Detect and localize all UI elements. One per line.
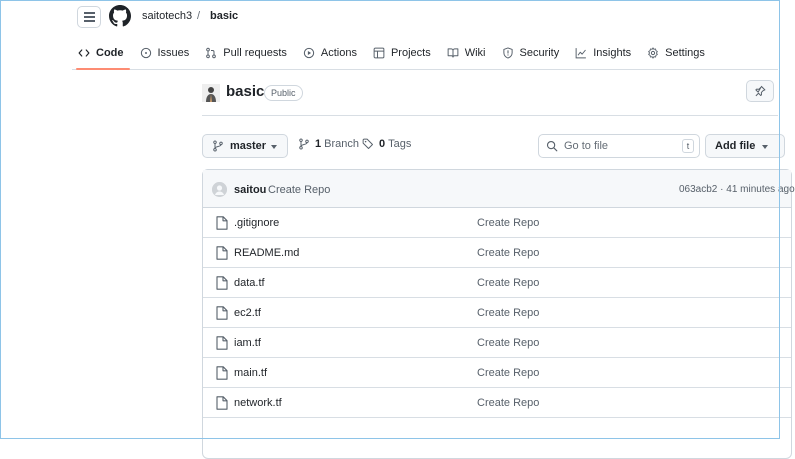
commit-message[interactable]: Create Repo: [268, 184, 331, 196]
repo-title-bar: basic Public: [202, 80, 778, 116]
github-repo-page: saitotech3 / basic Code Issues Pull requ…: [72, 0, 795, 459]
tab-issues[interactable]: Issues: [134, 40, 196, 66]
file-list: saitou Create Repo 063acb2 · 41 minutes …: [202, 169, 795, 459]
tab-label: Issues: [157, 47, 190, 59]
branch-count: 1: [315, 138, 322, 150]
file-commit-message[interactable]: Create Repo: [477, 217, 540, 229]
person-icon: [212, 182, 227, 197]
chevron-down-icon: [762, 145, 768, 149]
tag-label: Tags: [388, 138, 412, 150]
book-icon: [447, 48, 459, 58]
file-icon: [216, 216, 228, 230]
file-commit-message[interactable]: Create Repo: [477, 337, 540, 349]
file-name[interactable]: network.tf: [234, 397, 282, 409]
tab-label: Pull requests: [223, 47, 287, 59]
branch-icon: [299, 138, 309, 150]
file-icon: [216, 276, 228, 290]
add-file-label: Add file: [715, 140, 756, 152]
shortcut-key: t: [682, 139, 694, 153]
file-commit-message[interactable]: Create Repo: [477, 367, 540, 379]
file-icon: [216, 366, 228, 380]
chevron-down-icon: [271, 145, 277, 149]
file-name[interactable]: iam.tf: [234, 337, 261, 349]
menu-button[interactable]: [77, 6, 101, 28]
repo-name[interactable]: basic: [226, 83, 265, 100]
tab-label: Actions: [320, 47, 357, 59]
file-row[interactable]: .gitignore Create Repo: [203, 208, 791, 238]
latest-commit-bar: saitou Create Repo 063acb2 · 41 minutes …: [203, 170, 795, 208]
add-file-button[interactable]: Add file: [705, 134, 785, 158]
file-name[interactable]: ec2.tf: [234, 307, 261, 319]
tab-wiki[interactable]: Wiki: [441, 40, 492, 66]
play-icon: [303, 47, 315, 59]
menu-line-icon: [83, 16, 95, 18]
file-row[interactable]: main.tf Create Repo: [203, 358, 791, 388]
file-row[interactable]: network.tf Create Repo: [203, 388, 791, 418]
owner-avatar[interactable]: [202, 84, 220, 102]
file-row[interactable]: ec2.tf Create Repo: [203, 298, 791, 328]
file-row[interactable]: README.md Create Repo: [203, 238, 791, 268]
table-icon: [373, 47, 385, 59]
tag-icon: [362, 138, 373, 149]
file-row[interactable]: data.tf Create Repo: [203, 268, 791, 298]
commit-hash-time[interactable]: 063acb2 · 41 minutes ago: [679, 184, 795, 195]
branch-name: master: [230, 140, 267, 152]
repo-header: saitotech3 / basic Code Issues Pull requ…: [72, 0, 778, 70]
search-icon: [546, 140, 558, 152]
file-name[interactable]: .gitignore: [234, 217, 280, 229]
gear-icon: [648, 47, 658, 59]
tab-label: Projects: [390, 47, 431, 59]
commit-author-avatar[interactable]: [212, 182, 227, 197]
commit-author[interactable]: saitou: [234, 184, 267, 196]
file-icon: [216, 336, 228, 350]
person-icon: [202, 84, 220, 102]
tab-security[interactable]: Security: [496, 40, 566, 66]
file-commit-message[interactable]: Create Repo: [477, 277, 540, 289]
go-to-file-input[interactable]: Go to file t: [538, 134, 700, 158]
file-name[interactable]: README.md: [234, 247, 300, 259]
breadcrumb-separator: /: [197, 10, 201, 22]
tab-label: Insights: [593, 47, 632, 59]
branch-icon: [213, 140, 223, 152]
file-icon: [216, 246, 228, 260]
tab-settings[interactable]: Settings: [641, 40, 711, 66]
branch-label: Branch: [324, 138, 359, 150]
tab-label: Code: [96, 47, 124, 59]
tab-code[interactable]: Code: [72, 40, 130, 70]
breadcrumb-repo[interactable]: basic: [210, 10, 239, 22]
code-icon: [78, 49, 90, 57]
branch-selector[interactable]: master: [202, 134, 288, 158]
file-commit-message[interactable]: Create Repo: [477, 307, 540, 319]
tab-label: Settings: [665, 47, 705, 59]
tab-actions[interactable]: Actions: [297, 40, 363, 66]
branches-link[interactable]: 1 Branch: [298, 138, 359, 150]
issue-icon: [140, 47, 151, 59]
file-icon: [216, 396, 228, 410]
file-commit-message[interactable]: Create Repo: [477, 247, 540, 259]
tab-label: Security: [519, 47, 560, 59]
tab-label: Wiki: [464, 47, 486, 59]
shield-icon: [502, 47, 513, 59]
file-name[interactable]: main.tf: [234, 367, 268, 379]
tags-link[interactable]: 0 Tags: [362, 138, 411, 150]
breadcrumb-owner[interactable]: saitotech3: [142, 10, 193, 22]
menu-line-icon: [83, 12, 95, 14]
file-icon: [216, 306, 228, 320]
tag-count: 0: [379, 138, 386, 150]
file-row[interactable]: iam.tf Create Repo: [203, 328, 791, 358]
github-logo-icon[interactable]: [109, 5, 131, 27]
visibility-badge: Public: [264, 85, 303, 101]
pin-button[interactable]: [746, 80, 774, 102]
tab-insights[interactable]: Insights: [569, 40, 637, 66]
graph-icon: [575, 48, 587, 59]
repo-nav: Code Issues Pull requests Actions Projec…: [72, 40, 715, 70]
pin-icon: [755, 85, 766, 97]
tab-projects[interactable]: Projects: [367, 40, 437, 66]
search-placeholder: Go to file: [564, 140, 609, 152]
file-commit-message[interactable]: Create Repo: [477, 397, 540, 409]
file-name[interactable]: data.tf: [234, 277, 265, 289]
menu-line-icon: [83, 20, 95, 22]
pull-request-icon: [206, 47, 217, 59]
tab-pull-requests[interactable]: Pull requests: [199, 40, 293, 66]
